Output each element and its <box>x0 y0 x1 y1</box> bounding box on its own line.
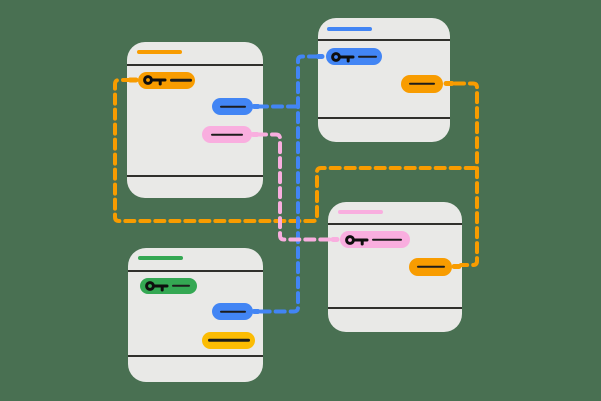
table-bottom-left-field-yellow <box>202 331 255 349</box>
table-top-left-title-bar <box>137 50 182 54</box>
field-line <box>207 338 250 342</box>
key-icon <box>145 280 169 292</box>
table-top-right-title-bar <box>327 27 372 31</box>
table-bottom-left-title-bar <box>138 256 183 260</box>
table-bottom-left-header-divider <box>128 270 263 272</box>
table-bottom-right-title-bar <box>338 210 383 214</box>
table-bottom-left-field-green-key <box>140 277 197 294</box>
table-top-right-field-blue-key <box>326 48 382 65</box>
table-top-left <box>127 42 263 198</box>
field-line <box>211 133 243 136</box>
connector-fk-blue-main <box>256 54 320 314</box>
table-top-left-field-blue <box>212 98 253 115</box>
table-top-left-footer-divider <box>127 175 263 177</box>
field-line <box>219 105 246 108</box>
table-top-left-header-divider <box>127 63 263 66</box>
table-bottom-left-footer-divider <box>128 355 263 357</box>
key-icon <box>331 51 355 62</box>
key-icon <box>345 234 369 245</box>
connector-fk-pink <box>255 132 335 242</box>
table-bottom-left-field-blue <box>212 303 253 320</box>
table-top-left-field-orange-key <box>137 71 195 89</box>
table-top-right-footer-divider <box>318 117 450 119</box>
table-top-right-header-divider <box>318 38 450 41</box>
table-bottom-right-field-pink-key <box>340 231 410 248</box>
table-top-right-field-orange <box>401 75 443 93</box>
key-icon <box>142 75 166 86</box>
field-line <box>219 310 246 313</box>
field-line <box>169 78 192 82</box>
field-line <box>409 82 435 85</box>
field-line <box>172 284 190 287</box>
field-line <box>358 55 377 58</box>
field-line <box>416 265 445 268</box>
table-bottom-right-footer-divider <box>328 307 462 309</box>
table-bottom-right-header-divider <box>328 223 462 225</box>
field-line <box>372 238 402 241</box>
table-bottom-right-field-orange <box>409 258 452 276</box>
table-top-left-field-pink <box>202 126 252 143</box>
